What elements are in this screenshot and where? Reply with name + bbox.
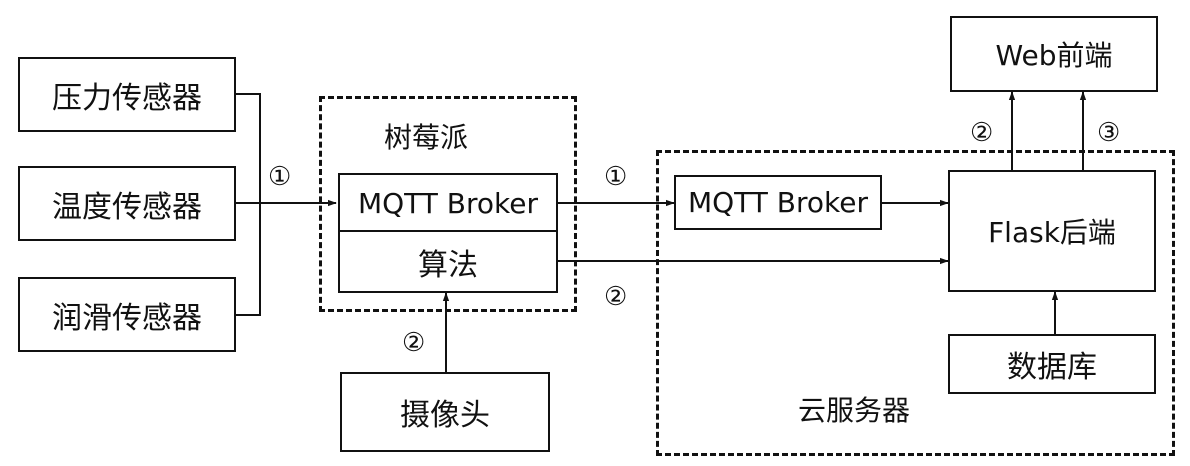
cloud-server-title: 云服务器 [798,394,911,427]
pi-mqtt-broker-box: MQTT Broker [338,173,558,233]
raspberry-pi-group [319,96,577,312]
marker-backend-to-frontend-right: ③ [1097,118,1121,148]
pi-mqtt-broker-label: MQTT Broker [357,186,538,220]
cloud-mqtt-broker-box: MQTT Broker [674,175,882,230]
flask-backend-label: Flask后端 [988,216,1116,249]
camera-box: 摄像头 [340,372,550,452]
lubrication-sensor-box: 润滑传感器 [18,277,236,352]
database-label: 数据库 [1007,350,1097,385]
pressure-sensor-label: 压力传感器 [52,80,202,116]
sensor-bracket-line [236,93,261,316]
marker-algorithm-to-backend: ② [604,282,628,312]
temperature-sensor-label: 温度传感器 [52,189,202,225]
pressure-sensor-box: 压力传感器 [18,57,236,132]
camera-label: 摄像头 [400,398,490,433]
marker-sensors-to-pi: ① [268,162,292,192]
marker-camera-to-pi: ② [402,328,426,358]
algorithm-box: 算法 [338,230,558,293]
lubrication-sensor-label: 润滑传感器 [52,300,202,336]
flask-backend-box: Flask后端 [948,170,1156,292]
web-frontend-box: Web前端 [950,16,1158,92]
cloud-mqtt-broker-label: MQTT Broker [687,186,868,219]
web-frontend-label: Web前端 [995,39,1113,72]
cloud-server-group [656,150,1175,456]
temperature-sensor-box: 温度传感器 [18,166,236,241]
marker-backend-to-frontend-left: ② [970,118,994,148]
marker-pi-to-cloud-broker: ① [604,162,628,192]
raspberry-pi-title: 树莓派 [384,121,469,154]
database-box: 数据库 [948,334,1156,394]
algorithm-label: 算法 [418,247,478,283]
